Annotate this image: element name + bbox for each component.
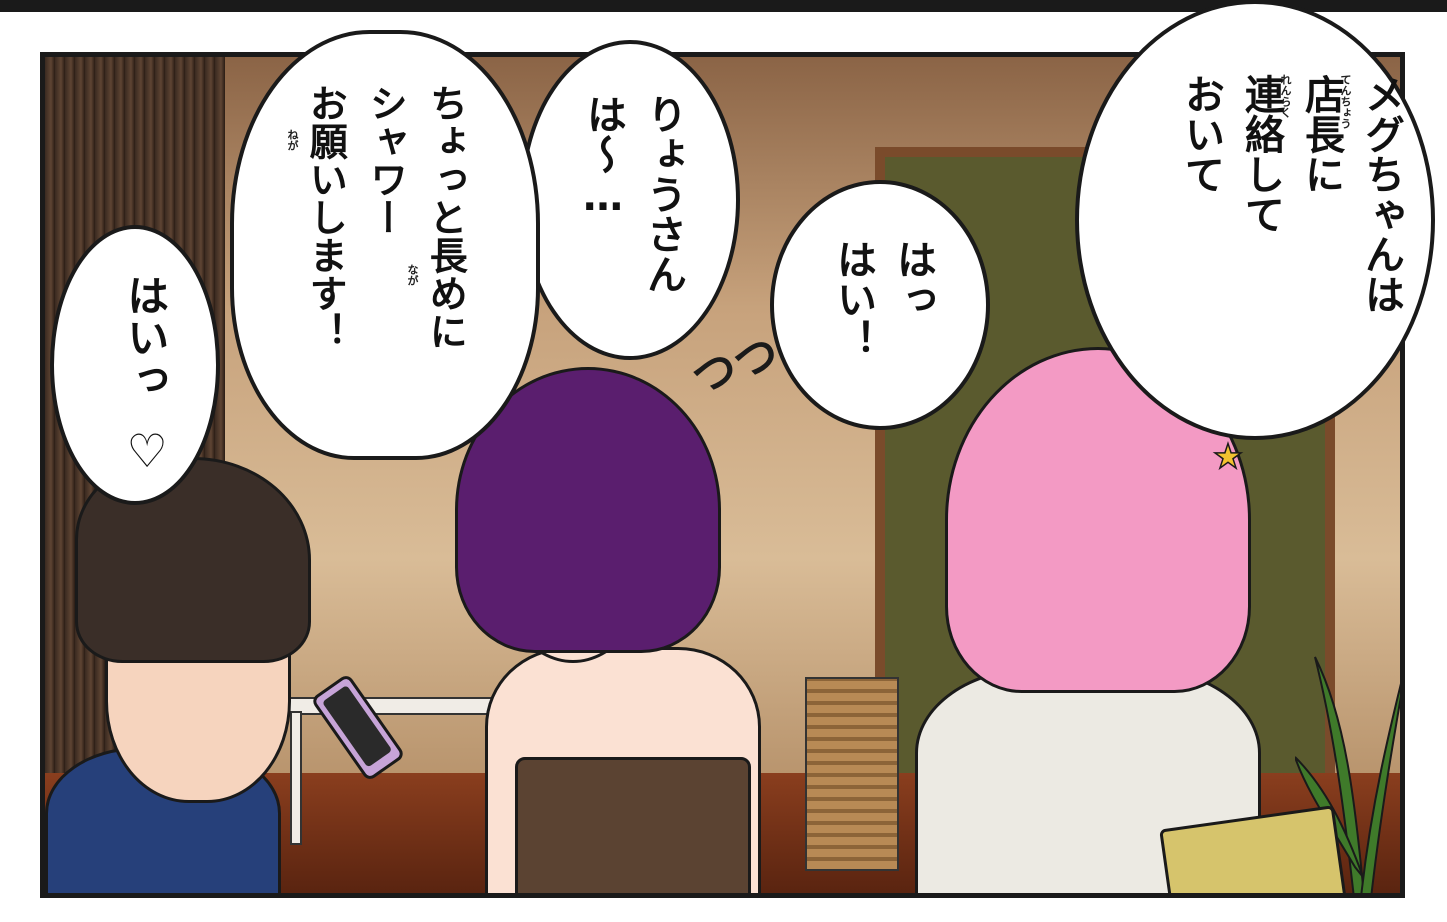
furigana-renraku: れんらく xyxy=(1279,74,1292,118)
bubble-manager-line2: 店長に xyxy=(1298,74,1344,194)
bubble-shower-line2: シャワー xyxy=(363,84,408,236)
speech-bubble-hai-heart: はいっ ♡ xyxy=(50,225,220,505)
star-hairclip-icon: ★ xyxy=(1212,437,1244,477)
bubble-ryosan-line2: は〜… xyxy=(580,94,626,220)
speech-bubble-ryo-san: りょうさん は〜… xyxy=(520,40,740,360)
bubble-manager-line1: メグちゃんは xyxy=(1358,74,1404,314)
speech-bubble-hai-hai: はっ はい！ xyxy=(770,180,990,430)
furigana-tencho: てんちょう xyxy=(1339,74,1352,129)
speech-bubble-shower: ちょっと長めに シャワー お願いします！ なが ねが xyxy=(230,30,540,460)
bubble-shower-line1: ちょっと長めに xyxy=(423,84,468,350)
bubble-haihai-line2: はい！ xyxy=(830,239,876,359)
bubble-heart-line1: はいっ xyxy=(120,274,170,400)
heart-icon: ♡ xyxy=(120,424,175,478)
panel-top-border xyxy=(0,0,1447,12)
side-table xyxy=(280,697,524,847)
table-leg xyxy=(290,711,302,845)
bubble-ryosan-line1: りょうさん xyxy=(640,94,686,294)
bubble-manager-line3: 連絡して xyxy=(1238,74,1284,234)
bubble-manager-line4: おいて xyxy=(1178,74,1224,194)
purple-woman-dress xyxy=(515,757,751,893)
speech-bubble-manager: メグちゃんは 店長に 連絡して おいて てんちょう れんらく xyxy=(1075,0,1435,440)
bubble-shower-line3: お願いします！ xyxy=(303,84,348,350)
furigana-naga: なが xyxy=(406,264,419,286)
bubble-haihai-line1: はっ xyxy=(890,239,936,319)
furigana-nega: ねが xyxy=(286,129,299,151)
wicker-basket xyxy=(805,677,899,871)
